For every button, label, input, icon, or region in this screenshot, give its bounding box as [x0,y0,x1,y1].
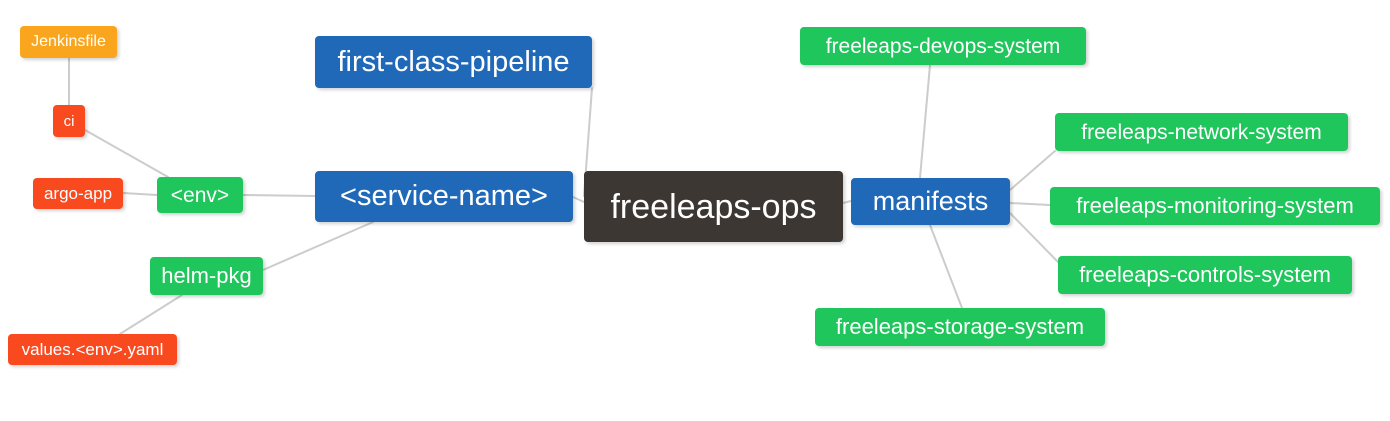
mindmap-node-freeleaps-controls-system[interactable]: freeleaps-controls-system [1058,256,1352,294]
edge-helm-pkg-to-values-env-yaml [119,294,183,335]
edge-manifests-to-freeleaps-storage-system [929,224,963,309]
node-label: freeleaps-controls-system [1079,262,1331,287]
node-label: freeleaps-network-system [1081,120,1322,144]
mindmap-node-freeleaps-monitoring-system[interactable]: freeleaps-monitoring-system [1050,187,1380,225]
node-label: manifests [872,186,989,216]
mindmap-node-values-env-yaml[interactable]: values.<env>.yaml [8,334,177,365]
node-label: <service-name> [340,180,548,212]
edge-manifests-to-freeleaps-controls-system [1009,212,1059,263]
node-label: argo-app [43,184,113,203]
edge-freeleaps-ops-to-service-name [572,196,585,203]
mindmap-node-freeleaps-devops-system[interactable]: freeleaps-devops-system [800,27,1086,65]
node-label: <env> [170,183,230,207]
mindmap-node-freeleaps-ops[interactable]: freeleaps-ops [584,171,843,242]
mindmap-node-argo-app[interactable]: argo-app [33,178,123,209]
node-label: Jenkinsfile [31,33,106,50]
edge-freeleaps-ops-to-manifests [842,200,852,204]
node-label: ci [63,112,75,130]
node-label: first-class-pipeline [337,45,570,78]
edge-env-to-ci [84,129,169,178]
mindmap-node-service-name[interactable]: <service-name> [315,171,573,222]
mindmap-node-freeleaps-network-system[interactable]: freeleaps-network-system [1055,113,1348,151]
node-label: freeleaps-monitoring-system [1076,193,1354,218]
edge-service-name-to-env [242,194,316,197]
node-label: freeleaps-ops [610,187,817,226]
edge-service-name-to-helm-pkg [262,221,374,271]
node-label: values.<env>.yaml [21,340,164,359]
node-label: freeleaps-devops-system [825,34,1061,58]
mindmap-node-env[interactable]: <env> [157,177,243,213]
edge-manifests-to-freeleaps-monitoring-system [1009,202,1051,206]
mindmap-node-Jenkinsfile[interactable]: Jenkinsfile [20,26,117,58]
mindmap-node-freeleaps-storage-system[interactable]: freeleaps-storage-system [815,308,1105,346]
node-label: freeleaps-storage-system [835,314,1085,339]
node-label: helm-pkg [161,263,252,288]
mindmap-node-helm-pkg[interactable]: helm-pkg [150,257,263,295]
mindmap-node-ci[interactable]: ci [53,105,85,137]
mindmap-node-first-class-pipeline[interactable]: first-class-pipeline [315,36,592,88]
edge-manifests-to-freeleaps-devops-system [919,64,931,179]
mindmap-node-manifests[interactable]: manifests [851,178,1010,225]
edge-env-to-argo-app [122,192,158,196]
edge-manifests-to-freeleaps-network-system [1009,150,1056,191]
